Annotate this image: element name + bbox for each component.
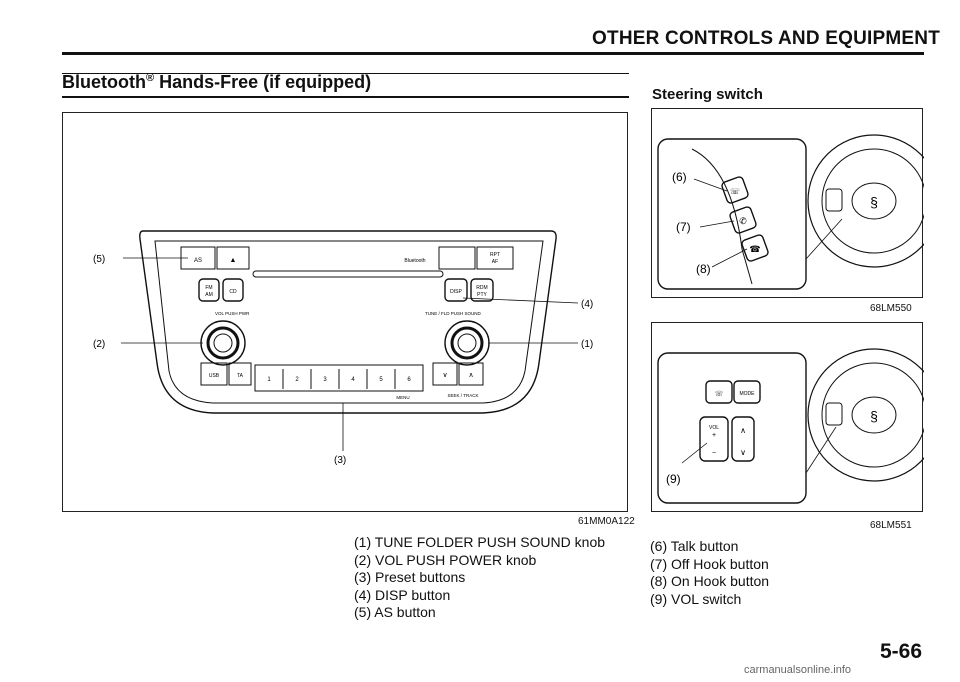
caption-item: (7) Off Hook button (650, 555, 769, 572)
vol-minus-icon: − (712, 450, 716, 457)
preset-2-label: 2 (295, 377, 299, 383)
callout-3: (3) (334, 455, 346, 466)
caption-right: (6) Talk button (7) Off Hook button (8) … (650, 538, 769, 608)
as-button-label: AS (194, 258, 202, 264)
off-hook-icon: ✆ (739, 216, 747, 226)
pty-label: PTY (477, 292, 487, 298)
caption-left: (1) TUNE FOLDER PUSH SOUND knob (2) VOL … (354, 534, 605, 622)
caption-item: (5) AS button (354, 604, 436, 620)
preset-5-label: 5 (379, 377, 383, 383)
vol-plus-icon: + (712, 432, 716, 439)
fm-label: FM (205, 285, 212, 291)
steering-switch-drawing-top: ☏ ✆ ☎ (6) (7) (8) § (657, 134, 941, 290)
figure-code-main: 61MM0A122 (578, 516, 635, 527)
seek-down-icon: ∨ (442, 372, 447, 379)
af-label: AF (492, 259, 498, 265)
caption-item: (3) Preset buttons (354, 569, 466, 585)
mode-label: MODE (740, 391, 756, 397)
rdm-label: RDM (476, 285, 487, 291)
callout-5: (5) (93, 254, 105, 265)
tune-knob (444, 320, 490, 366)
vol-knob-label: VOL PUSH PWR (215, 311, 250, 316)
section-rule-top (62, 73, 629, 74)
seek-up-icon: ∧ (468, 372, 473, 379)
tune-knob-label: TUNE / FLD PUSH SOUND (425, 311, 482, 316)
callout-6: (6) (672, 170, 687, 184)
menu-label: MENU (396, 395, 409, 400)
caption-item: (1) TUNE FOLDER PUSH SOUND knob (354, 534, 606, 550)
vol-switch-label: VOL (709, 425, 719, 431)
section-rule (62, 96, 629, 98)
disp-label: DISP (450, 289, 462, 295)
page-number: 5-66 (880, 640, 923, 663)
registered-mark: ® (145, 72, 155, 84)
am-label: AM (205, 292, 213, 298)
seek-up-small-icon: ∧ (740, 426, 746, 435)
section-title-main: Bluetooth (62, 72, 146, 92)
seek-down-small-icon: ∨ (740, 448, 746, 457)
brand-logo-icon-bottom: § (870, 408, 878, 424)
preset-buttons: 1 2 3 4 5 6 (267, 369, 411, 389)
audio-unit-figure: AS ▲ Bluetooth RPT AF FM AM CD DISP RDM … (62, 112, 628, 512)
preset-1-label: 1 (267, 377, 271, 383)
usb-label: USB (209, 373, 220, 379)
section-title-rest: Hands-Free (if equipped) (154, 72, 372, 92)
bluetooth-label: Bluetooth (404, 258, 425, 264)
callout-1: (1) (581, 339, 593, 350)
callout-8: (8) (696, 262, 711, 276)
cd-label: CD (229, 289, 237, 295)
caption-item: (6) Talk button (650, 538, 739, 554)
steering-wheel-bottom: § (807, 348, 941, 482)
watermark: carmanualsonline.info (744, 664, 852, 676)
figure-code-top-right: 68LM550 (870, 303, 912, 314)
caption-item: (8) On Hook button (650, 573, 770, 589)
audio-unit-drawing: AS ▲ Bluetooth RPT AF FM AM CD DISP RDM … (93, 230, 593, 466)
preset-3-label: 3 (323, 377, 327, 383)
talk-button-icon: ☏ (730, 187, 740, 196)
steering-switch-figure-top: ☏ ✆ ☎ (6) (7) (8) § (651, 108, 941, 298)
steering-switch-title: Steering switch (652, 86, 763, 103)
steering-switch-drawing-bottom: ☏ MODE VOL + − ∧ ∨ (9) § (657, 348, 941, 504)
preset-6-label: 6 (407, 377, 411, 383)
caption-item: (2) VOL PUSH POWER knob (354, 551, 537, 568)
figure-code-bottom-right: 68LM551 (870, 520, 912, 531)
callout-2: (2) (93, 339, 105, 350)
vol-knob (200, 320, 246, 366)
eject-icon: ▲ (230, 257, 237, 264)
brand-logo-icon: § (870, 194, 878, 210)
callout-4: (4) (581, 299, 593, 310)
chapter-header: OTHER CONTROLS AND EQUIPMENT (592, 28, 940, 49)
preset-4-label: 4 (351, 377, 355, 383)
rpt-label: RPT (490, 252, 500, 258)
talk-small-icon: ☏ (715, 390, 724, 398)
callout-7: (7) (676, 220, 691, 234)
caption-item: (9) VOL switch (650, 590, 742, 607)
steering-switch-figure-bottom: ☏ MODE VOL + − ∧ ∨ (9) § (651, 322, 941, 512)
on-hook-icon: ☎ (749, 244, 760, 254)
callout-9: (9) (666, 472, 681, 486)
caption-item: (4) DISP button (354, 586, 451, 603)
ta-label: TA (237, 373, 244, 379)
steering-wheel: § (807, 134, 941, 268)
header-rule (62, 52, 924, 55)
seek-track-label: SEEK / TRACK (448, 393, 479, 398)
section-title: Bluetooth® Hands-Free (if equipped) (62, 72, 371, 93)
